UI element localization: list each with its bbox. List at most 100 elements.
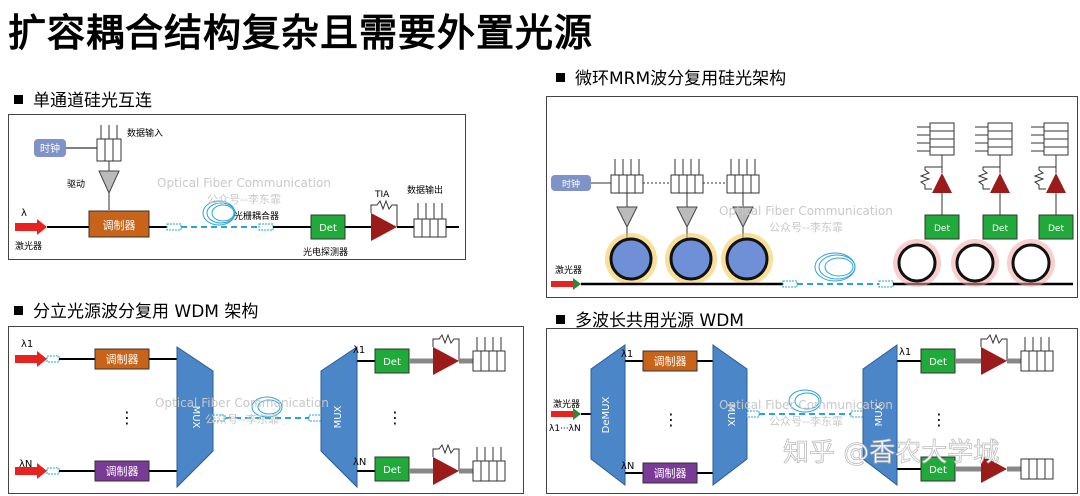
rx-lambdaN-label: λN [353, 457, 366, 468]
output1-register [472, 337, 506, 372]
panel-wdm-shared: 激光器 λ1···λN DeMUX λ1 调制器 ⋮ λN 调制器 MUX MU… [546, 328, 1078, 494]
shared-detN-box [920, 456, 956, 482]
section-heading-wdm-separate: 分立光源波分复用 WDM 架构 [14, 297, 258, 322]
section-heading-wdm-shared: 多波长共用光源 WDM [556, 306, 744, 331]
clock-box [34, 139, 66, 157]
shared-outputN-register [1020, 458, 1054, 480]
shared-mux-right-label: MUX [874, 403, 885, 426]
shared-mux-right-shape [862, 344, 898, 487]
rx-lambda1-label: λ1 [353, 345, 365, 356]
lambdaN-label: λN [19, 459, 32, 470]
mrm-tx-channel-3 [721, 159, 773, 285]
mrm-det2-label: Det [992, 224, 1008, 234]
diagram-single-channel: 时钟 数据输入 驱动 λ 激光器 调制器 光栅耦合器 Det 光电探测器 TIA [15, 125, 459, 258]
mux-left-label: MUX [190, 406, 201, 429]
driver-icon [98, 170, 120, 195]
resistor-icon [370, 199, 398, 227]
amp1-icon [433, 347, 459, 375]
mrm-tx-channel-2 [665, 159, 717, 285]
shared-lambdaN-label: λN [621, 461, 634, 472]
laser-arrow-icon [15, 223, 37, 231]
shared-rx-lambda1-label: λ1 [899, 347, 911, 358]
mrm-clock-box [551, 175, 591, 191]
panel-wdm-separate: λ1 调制器 ⋮ λN 调制器 MUX MUX λ1 Det ⋮ λN Det [8, 326, 524, 494]
data-output-register [413, 203, 447, 238]
mux-right-label: MUX [333, 405, 344, 428]
shared-ampN-icon [981, 455, 1007, 483]
mrm-fiber-coil-icon [818, 254, 856, 280]
lambda-range-label: λ1···λN [549, 424, 581, 434]
modulator-box [88, 210, 150, 238]
mrm-laser-label: 激光器 [555, 264, 582, 276]
watermark4-line1: Optical Fiber Communication [719, 398, 893, 412]
modulatorN-label: 调制器 [106, 465, 139, 478]
watermark-line1: Optical Fiber Communication [157, 176, 331, 190]
watermark2-line2: 公众号--李东霏 [205, 412, 279, 426]
laserN-arrow-icon [15, 467, 37, 475]
shared-lambda1-label: λ1 [621, 349, 633, 360]
detN-label: Det [383, 465, 401, 476]
fiber-coil-icon-2 [251, 396, 283, 418]
section-heading-single: 单通道硅光互连 [14, 86, 152, 111]
shared-detN-label: Det [929, 465, 947, 476]
diagram-wdm-separate: λ1 调制器 ⋮ λN 调制器 MUX MUX λ1 Det ⋮ λN Det [15, 333, 506, 489]
laser1-arrow-icon [15, 355, 37, 363]
modulator-label: 调制器 [103, 219, 136, 232]
dots-right: ⋮ [387, 408, 403, 427]
shared-dots-right: ⋮ [931, 410, 947, 429]
watermark-line2: 公众号--李东霏 [207, 192, 281, 206]
dots-left: ⋮ [119, 408, 135, 427]
mrm-ring-1 [609, 237, 653, 281]
page-title: 扩容耦合结构复杂且需要外置光源 [8, 11, 594, 55]
laser-label: 激光器 [15, 240, 42, 252]
mrm-rx-channel-2: Det [951, 122, 1018, 287]
mux-right-shape [320, 346, 358, 489]
photodetector-label: 光电探测器 [303, 246, 348, 258]
fiber-coil-icon [206, 202, 236, 224]
shared-laser-arrow-icon [551, 411, 573, 417]
panel-single-channel: 时钟 数据输入 驱动 λ 激光器 调制器 光栅耦合器 Det 光电探测器 TIA [8, 114, 466, 260]
mrm-rx-channel-1: Det [893, 122, 960, 287]
zhihu-watermark: 知乎 @香农大学城 [783, 438, 999, 468]
data-input-label: 数据输入 [127, 127, 163, 139]
driver-label: 驱动 [67, 179, 85, 190]
demux-label: DeMUX [601, 397, 612, 434]
watermark2-line1: Optical Fiber Communication [155, 396, 329, 410]
det1-box [374, 348, 410, 374]
data-input-register [96, 125, 122, 171]
shared-modulator1-label: 调制器 [654, 355, 687, 368]
section-heading-mrm: 微环MRM波分复用硅光架构 [556, 64, 786, 89]
ampN-icon [433, 457, 459, 485]
watermark3-line2: 公众号--李东霏 [769, 220, 843, 234]
shared-modulatorN-label: 调制器 [654, 467, 687, 480]
det-box [310, 214, 346, 240]
demux-shape [590, 344, 626, 487]
shared-mux-left-shape [712, 344, 748, 487]
shared-det1-label: Det [929, 357, 947, 368]
mrm-det1-label: Det [934, 224, 950, 234]
shared-fiber-coil-icon [788, 389, 822, 413]
shared-amp1-icon [981, 347, 1007, 375]
diagram-wdm-shared: 激光器 λ1···λN DeMUX λ1 调制器 ⋮ λN 调制器 MUX MU… [549, 333, 1054, 487]
shared-mux-left-label: MUX [725, 404, 736, 427]
lambda1-label: λ1 [21, 339, 33, 350]
modulator1-label: 调制器 [106, 353, 139, 366]
mrm-laser-arrow-icon [551, 281, 573, 287]
det-label: Det [319, 223, 337, 234]
data-output-label: 数据输出 [407, 184, 443, 196]
lambda-label: λ [21, 208, 27, 219]
clock-label: 时钟 [40, 142, 60, 155]
shared-output1-register [1020, 337, 1054, 372]
mrm-rx-channel-3: Det [1007, 122, 1074, 287]
watermark3-line1: Optical Fiber Communication [719, 204, 893, 218]
shared-laser-label: 激光器 [553, 398, 580, 410]
grating-label: 光栅耦合器 [234, 210, 279, 222]
det1-label: Det [383, 357, 401, 368]
shared-dots-left: ⋮ [663, 410, 679, 429]
tia-amplifier-icon [371, 213, 397, 241]
mux-left-shape [176, 346, 214, 489]
diagram-mrm: 时钟 激光器 [551, 122, 1074, 290]
mrm-det3-label: Det [1048, 224, 1064, 234]
panel-mrm: 时钟 激光器 [546, 96, 1078, 298]
watermark4-line2: 公众号--李东霏 [769, 414, 843, 428]
